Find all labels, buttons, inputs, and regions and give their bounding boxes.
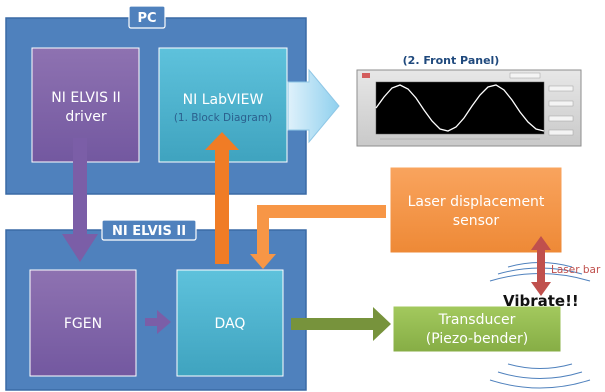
transducer-line2: (Piezo-bender): [426, 331, 528, 347]
front-panel-waveform: [375, 84, 545, 132]
transducer-line1: Transducer: [438, 312, 516, 328]
labview-line2: (1. Block Diagram): [174, 112, 272, 124]
fgen-to-daq-arrow: [145, 310, 171, 334]
laser-sensor-box: Laser displacement sensor: [389, 166, 563, 254]
front-panel-title: (2. Front Panel): [403, 54, 500, 67]
elvis-label: NI ELVIS II: [112, 224, 186, 239]
vibrate-label: Vibrate!!: [503, 292, 579, 310]
labview-line1: NI LabVIEW: [183, 92, 264, 108]
laser-bar-double-arrow: [531, 236, 551, 296]
daq-box: DAQ: [176, 269, 284, 377]
fgen-label: FGEN: [64, 316, 102, 332]
to-front-panel-arrow: [287, 68, 340, 144]
laser-line2: sensor: [453, 213, 500, 229]
elvis-tag: NI ELVIS II: [101, 219, 197, 241]
driver-to-fgen-arrow: [62, 138, 98, 262]
fgen-box: FGEN: [29, 269, 137, 377]
driver-line1: NI ELVIS II: [51, 90, 120, 106]
pc-tag: PC: [128, 5, 166, 29]
daq-to-labview-arrow: [205, 132, 239, 264]
laser-line1: Laser displacement: [408, 194, 545, 210]
transducer-box: Transducer (Piezo-bender): [392, 305, 562, 353]
front-panel-image: [356, 69, 582, 147]
pc-label: PC: [137, 11, 156, 26]
front-panel-plot: [375, 81, 545, 135]
laser-bar-label: Laser bar: [551, 264, 601, 276]
laser-to-daq-arrow: [250, 205, 386, 269]
driver-line2: driver: [65, 109, 106, 125]
daq-to-transducer-arrow: [291, 307, 391, 341]
daq-label: DAQ: [215, 316, 246, 332]
vibration-waves-bottom: [489, 363, 591, 389]
